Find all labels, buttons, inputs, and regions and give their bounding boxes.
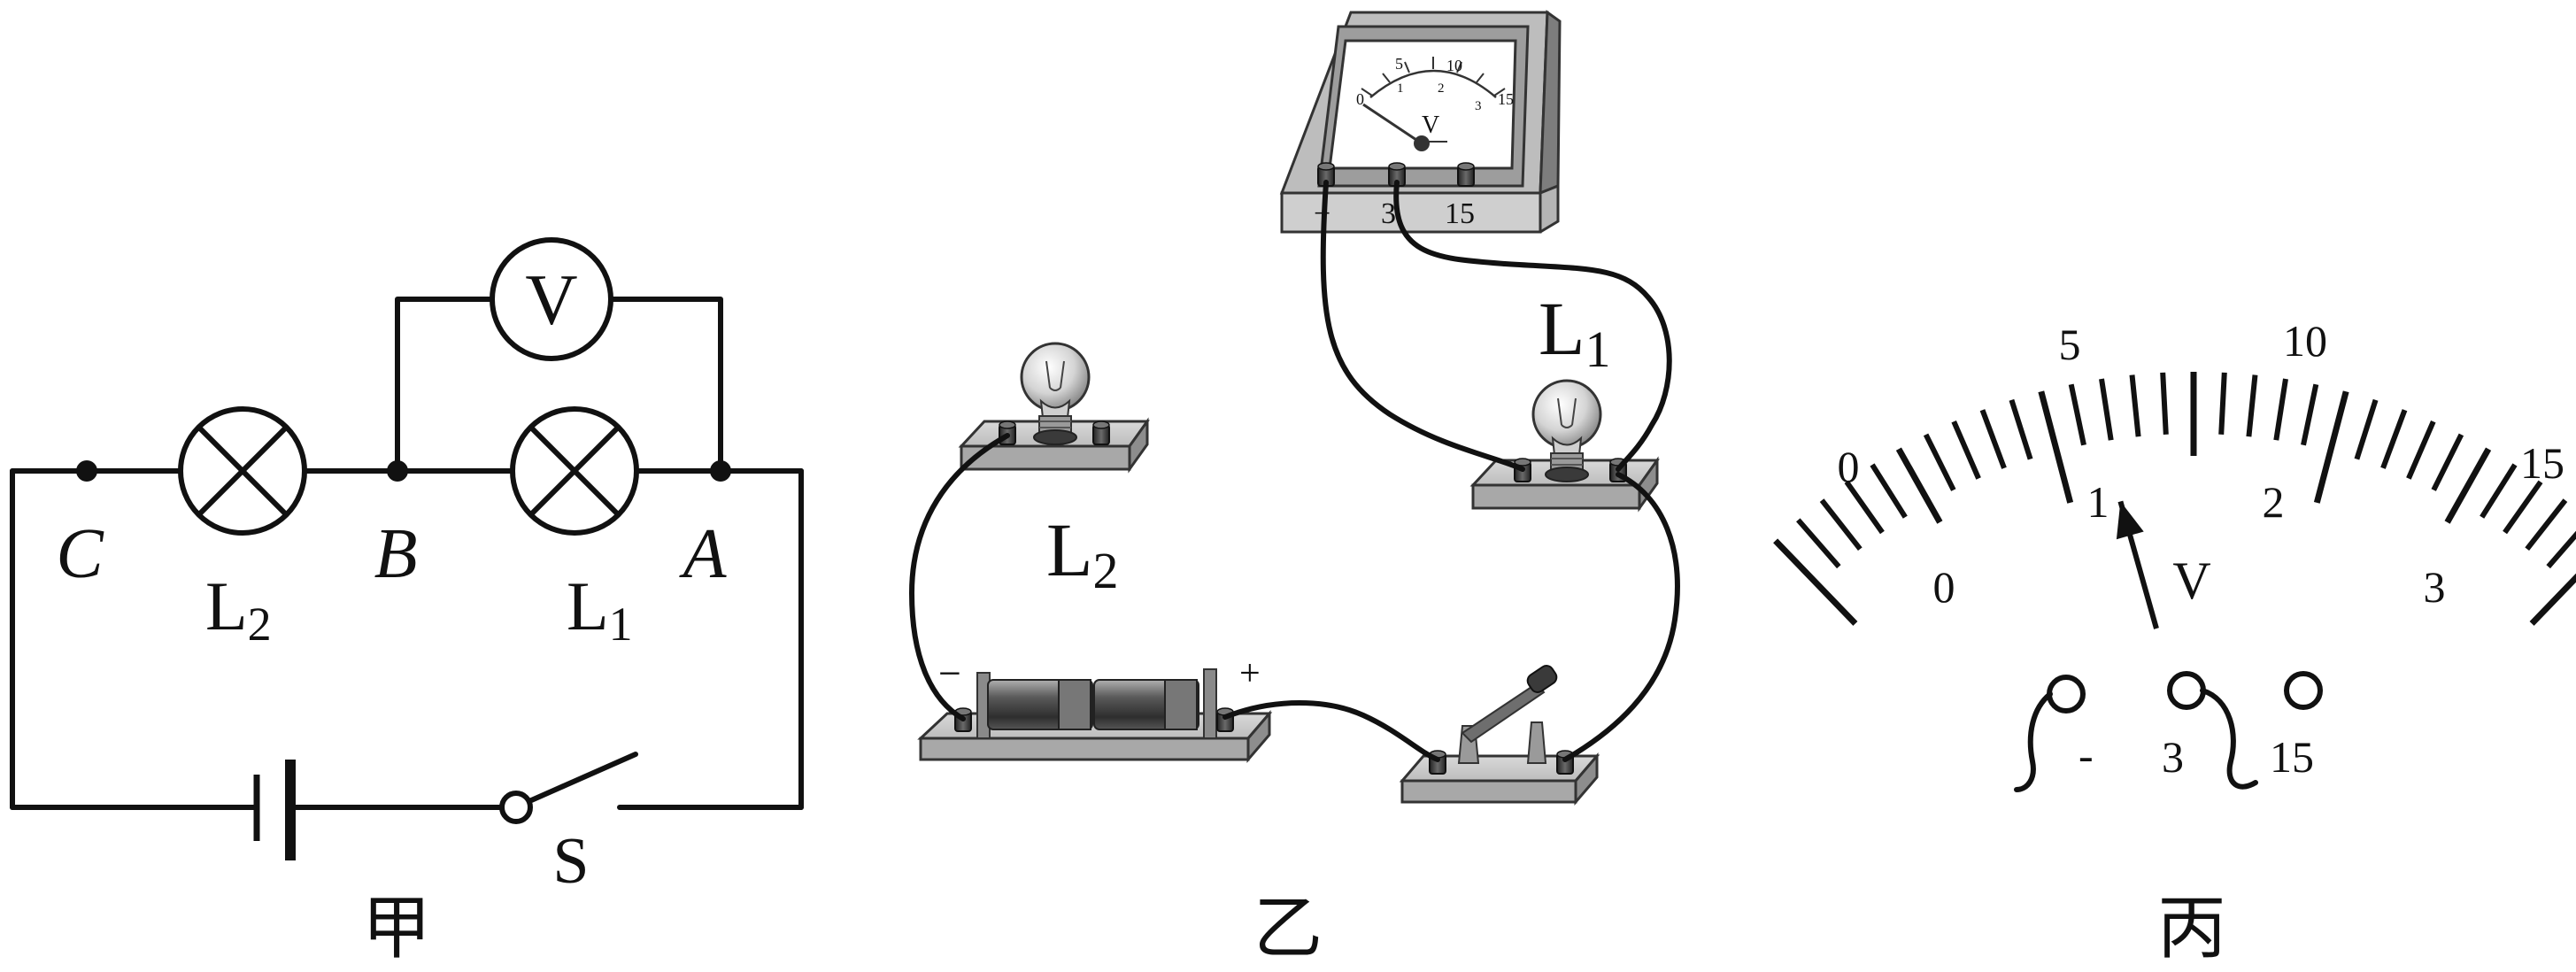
switch-label: S — [552, 825, 589, 898]
dial-wire-neg — [2014, 691, 2053, 792]
lamp-l1-label: L1 — [567, 567, 633, 651]
panel-jia-caption: 甲 — [362, 890, 431, 967]
dial-tick — [2246, 374, 2258, 437]
dial-tick — [2160, 372, 2169, 435]
meter-scale-0: 0 — [1356, 90, 1364, 108]
lamp-l2-device-label: L2 — [1046, 507, 1119, 599]
cord-meter-neg-to-l1 — [1320, 180, 1525, 472]
meter-unit: V — [1422, 112, 1439, 139]
dial-label-2: 2 — [2263, 477, 2285, 527]
dial-tick — [2038, 390, 2074, 504]
lamp-l1-device-label: L1 — [1539, 286, 1611, 378]
dial-tick — [2301, 383, 2319, 446]
dial-label-3: 3 — [2424, 562, 2446, 612]
lamp-l1-board — [1469, 379, 1660, 513]
dial-tick — [1870, 463, 1908, 519]
meter-scale-2: 2 — [1438, 81, 1445, 96]
battery-neg-label: − — [938, 651, 961, 696]
voltmeter-symbol — [490, 237, 613, 361]
dial-tick — [1773, 538, 1858, 626]
meter-scale-15: 15 — [1498, 90, 1514, 108]
point-b-label: B — [374, 515, 418, 593]
meter-dial-panel: 0 5 10 15 0 1 2 3 V - 3 15 丙 — [1773, 316, 2576, 967]
dial-tick — [1979, 409, 2007, 469]
dial-terminal-3-label: 3 — [2162, 732, 2184, 782]
dial-unit: V — [2172, 552, 2210, 610]
meter-needle — [1362, 103, 1423, 145]
physical-circuit-panel: 0 5 10 15 1 2 3 V − 3 15 — [908, 10, 1680, 967]
panel-yi-caption: 乙 — [1253, 890, 1323, 967]
panel-bing-caption: 丙 — [2157, 890, 2226, 967]
dial-tick — [2068, 383, 2086, 446]
dial-tick — [1895, 447, 1943, 524]
dial-tick — [2546, 530, 2576, 569]
dial-tick — [2273, 378, 2288, 441]
dial-terminal-15-label: 15 — [2270, 732, 2314, 782]
dial-wire-3 — [2200, 688, 2258, 790]
dial-tick — [1844, 480, 1885, 535]
dial-label-15: 15 — [2520, 438, 2564, 488]
dial-terminal-neg-label: - — [2079, 730, 2094, 780]
dial-label-5: 5 — [2059, 320, 2081, 369]
meter-scale-3: 3 — [1475, 99, 1482, 113]
dial-tick — [2313, 390, 2349, 504]
meter-scale-10: 10 — [1446, 57, 1462, 74]
dial-tick — [2529, 573, 2576, 626]
dial-tick — [2218, 372, 2227, 435]
dial-tick — [2525, 498, 2568, 552]
schematic-panel: S L2 L1 V C B A 甲 — [10, 237, 804, 967]
lamp-l2-board — [958, 342, 1150, 474]
dial-ticks — [1773, 372, 2576, 626]
dial-tick — [2431, 433, 2464, 491]
dial-label-0-lower: 0 — [1933, 562, 1955, 612]
dial-tick — [2503, 480, 2543, 535]
dial-tick — [2444, 447, 2492, 524]
wire-voltmeter-left — [395, 297, 495, 474]
dial-tick — [2380, 409, 2408, 469]
meter-scale-5: 5 — [1395, 55, 1403, 73]
dial-tick — [2099, 378, 2114, 441]
dial-terminal-neg — [2047, 675, 2086, 714]
dial-terminal-3 — [2167, 671, 2206, 710]
dial-terminal-15 — [2284, 671, 2323, 710]
point-c-label: C — [56, 515, 104, 593]
dial-label-1: 1 — [2087, 477, 2109, 527]
voltmeter-symbol-label: V — [525, 259, 577, 340]
cord-battery-to-switch — [1222, 700, 1440, 762]
dial-label-0-upper: 0 — [1838, 442, 1860, 491]
cord-l1-to-switch — [1562, 472, 1680, 762]
dial-tick — [1819, 498, 1863, 552]
wire-voltmeter-right — [608, 297, 723, 474]
voltmeter-device: 0 5 10 15 1 2 3 V − 3 15 — [1279, 10, 1562, 234]
junction-c — [76, 460, 97, 482]
dial-tick — [1796, 518, 1841, 569]
point-a-label: A — [679, 515, 728, 593]
switch-blade — [527, 752, 638, 804]
meter-pivot — [1414, 135, 1430, 151]
switch-pivot — [499, 791, 533, 824]
dial-tick — [2406, 420, 2436, 480]
battery-pos-label: + — [1239, 653, 1261, 694]
cord-l2-to-battery — [908, 433, 1010, 721]
dial-label-10: 10 — [2283, 316, 2327, 366]
dial-pointer-arrowhead — [2116, 501, 2144, 540]
dial-tick — [2480, 463, 2518, 519]
dial-tick — [1951, 420, 1981, 480]
junction-b — [387, 460, 408, 482]
cord-meter-3-to-l1 — [1393, 180, 1672, 472]
meter-scale-1: 1 — [1397, 81, 1404, 96]
meter-terminal-3: 3 — [1381, 197, 1396, 230]
knife-switch — [1399, 665, 1600, 806]
dial-tick — [2354, 398, 2379, 460]
battery-holder — [917, 668, 1273, 764]
lamp-l2-symbol — [178, 406, 307, 536]
meter-terminal-15: 15 — [1445, 197, 1475, 230]
lamp-l2-label: L2 — [205, 567, 272, 651]
junction-a — [710, 460, 731, 482]
dial-tick — [1923, 433, 1956, 491]
dial-tick — [2009, 398, 2033, 460]
dial-tick — [2129, 374, 2141, 437]
lamp-l1-symbol — [510, 406, 639, 536]
